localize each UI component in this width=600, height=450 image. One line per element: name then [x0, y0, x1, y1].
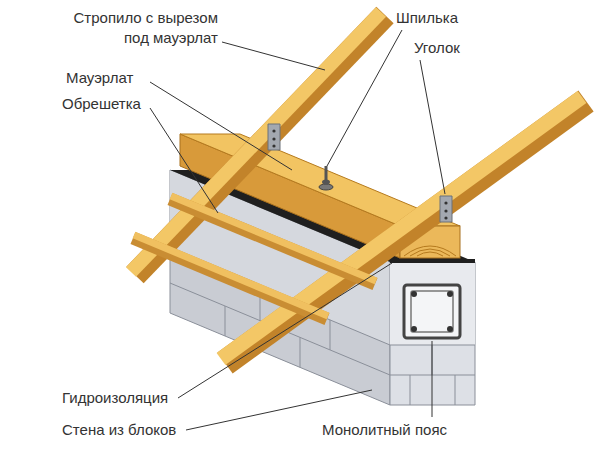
- block-wall: [390, 262, 475, 345]
- rafter: [221, 97, 582, 359]
- rebar-cage: [447, 291, 453, 297]
- rebar-cage: [411, 291, 453, 332]
- steel-angle: [444, 216, 447, 219]
- batten: [134, 235, 328, 316]
- anchor-stud: [319, 184, 333, 190]
- leader-line: [150, 108, 218, 213]
- batten: [133, 196, 376, 319]
- steel-angle: [272, 137, 275, 140]
- block-wall: [225, 306, 226, 336]
- mauerlat-beam: [410, 249, 450, 256]
- part-label: Уголок: [414, 38, 460, 58]
- part-label: Шпилька: [396, 8, 458, 28]
- block-wall: [330, 320, 331, 350]
- part-label: Обрешетка: [62, 94, 141, 114]
- block-wall: [300, 337, 301, 367]
- steel-angle: [444, 201, 447, 204]
- rebar-cage: [447, 326, 453, 332]
- waterproofing: [390, 259, 475, 263]
- steel-angle: [268, 124, 280, 150]
- part-label: Гидроизоляция: [62, 388, 168, 408]
- anchor-stud: [319, 166, 333, 190]
- rafter: [131, 12, 586, 363]
- steel-angle: [440, 196, 452, 222]
- anchor-stud: [322, 180, 330, 185]
- steel-angle: [272, 144, 275, 147]
- part-label: Стена из блоков: [62, 420, 176, 440]
- rebar-cage: [411, 326, 417, 332]
- leader-line: [327, 30, 402, 166]
- block-wall: [455, 375, 456, 405]
- leader-line: [222, 42, 325, 70]
- part-label: Монолитный пояс: [322, 420, 447, 440]
- mauerlat-beam: [404, 246, 456, 256]
- rebar-cage: [404, 285, 460, 338]
- leader-line: [420, 60, 445, 194]
- part-label: Стропило с вырезом под мауэрлат: [56, 8, 218, 48]
- part-label: Мауэрлат: [66, 68, 133, 88]
- steel-angle: [444, 209, 447, 212]
- leader-line: [150, 30, 445, 430]
- leader-line: [178, 263, 392, 398]
- leader-line: [432, 341, 433, 417]
- rebar-cage: [411, 291, 417, 297]
- steel-angle: [272, 129, 275, 132]
- rebar-cage: [404, 285, 460, 338]
- steel-angle: [268, 124, 452, 222]
- block-wall: [410, 375, 411, 405]
- mauerlat-beam: [417, 252, 443, 256]
- leader-line: [150, 82, 292, 170]
